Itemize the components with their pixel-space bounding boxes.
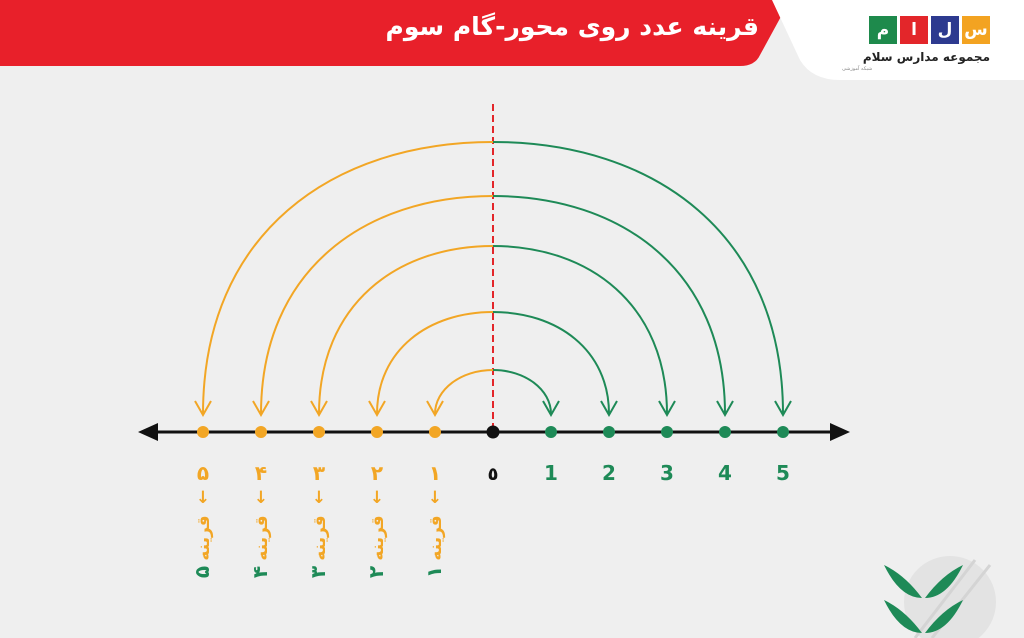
symmetric-number-4: ۴ [248,566,272,578]
down-arrow-5: ↓ [196,488,210,508]
axis-left-arrow [138,423,158,441]
positive-point-4 [719,426,731,438]
negative-label-3: ٣ [313,461,325,485]
negative-label-4: ۴ [255,461,267,485]
symmetric-word-4: قرینه [252,515,272,560]
logo-caption: مجموعه مدارس سلام [862,50,990,64]
orange-arc-2 [376,311,494,415]
symmetric-word-3: قرینه [310,515,330,560]
labels-group: 1 ١ ↓ قرینه ١ 2 ٢ ↓ قرینه ٢ 3 ٣ ↓ قرینه ٣ 4 ۴ ↓ قرینه ۴ 5 ۵ ↓ ق… [190,461,790,578]
negative-label-1: ١ [429,461,441,485]
positive-label-2: 2 [602,461,616,485]
logo-letter-seen: س [962,16,990,44]
negative-point-2 [371,426,383,438]
negative-point-1 [429,426,441,438]
positive-label-3: 3 [660,461,674,485]
negative-label-5: ۵ [197,461,209,485]
green-arc-5 [492,141,784,415]
symmetric-number-2: ٢ [364,566,388,578]
negative-point-4 [255,426,267,438]
green-arc-4 [492,195,726,415]
green-arrowhead-3 [658,400,676,418]
symmetric-number-5: ۵ [190,566,214,578]
green-arc-1 [492,369,552,415]
orange-arrowhead-5 [194,400,212,418]
down-arrow-4: ↓ [254,488,268,508]
down-arrow-3: ↓ [312,488,326,508]
orange-arrowhead-4 [252,400,270,418]
positive-label-4: 4 [718,461,732,485]
logo-panel [772,0,1024,80]
green-arc-3 [492,245,668,415]
green-arrowhead-1 [542,400,560,418]
green-arrowhead-5 [774,400,792,418]
logo-letter-lam: ل [931,16,959,44]
axis-right-arrow [830,423,850,441]
orange-arrowhead-3 [310,400,328,418]
logo-letter-alef: ا [900,16,928,44]
negative-label-2: ٢ [371,461,383,485]
symmetric-word-2: قرینه [368,515,388,560]
orange-arc-4 [260,195,494,415]
symmetric-number-1: ١ [422,566,446,578]
leaf-logo-icon [884,556,996,638]
down-arrow-1: ↓ [428,488,442,508]
symmetric-word-1: قرینه [426,515,446,560]
orange-arrowhead-2 [368,400,386,418]
orange-arc-3 [318,245,494,415]
green-arc-2 [492,311,610,415]
title-ribbon [0,0,790,66]
green-arrowhead-4 [716,400,734,418]
orange-arrowhead-1 [426,400,444,418]
symmetric-number-3: ٣ [306,566,330,578]
header-banner [0,0,1024,80]
positive-label-1: 1 [544,461,558,485]
down-arrow-2: ↓ [370,488,384,508]
positive-point-3 [661,426,673,438]
negative-point-3 [313,426,325,438]
zero-point [486,425,500,439]
positive-label-5: 5 [776,461,790,485]
symmetric-word-5: قرینه [194,515,214,560]
green-arrowhead-2 [600,400,618,418]
negative-point-5 [197,426,209,438]
positive-point-1 [545,426,557,438]
orange-arc-1 [434,369,494,415]
logo-letter-meem: م [869,16,897,44]
positive-point-2 [603,426,615,438]
points-group [197,425,789,439]
orange-arc-5 [202,141,494,415]
page-title: قرینه عدد روی محور-گام سوم [385,12,759,41]
logo-tagline: شبکه آموزشی [842,66,873,72]
arcs-group [194,141,792,418]
zero-label: ٥ [488,464,499,485]
positive-point-5 [777,426,789,438]
